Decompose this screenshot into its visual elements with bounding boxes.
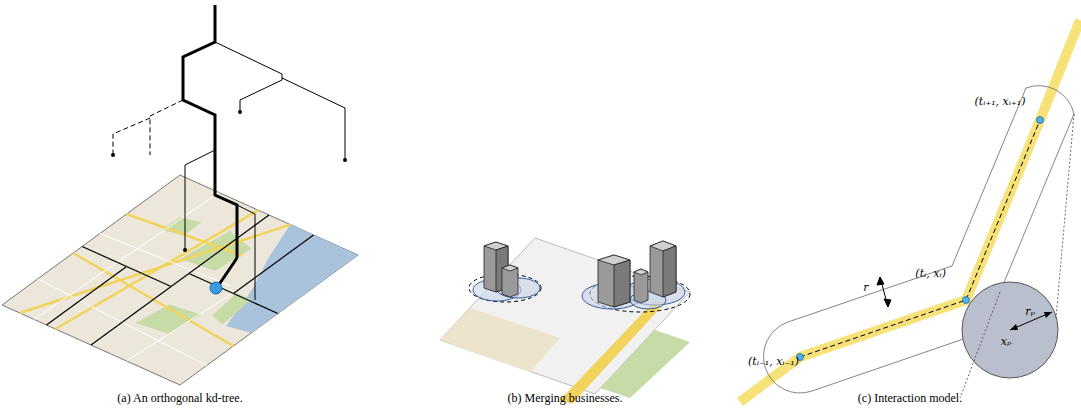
map-plane — [20, 183, 291, 355]
building — [484, 241, 676, 307]
query-point — [210, 282, 222, 294]
sample-point — [797, 117, 1044, 361]
building — [598, 255, 630, 307]
poi-region — [960, 292, 1000, 398]
tree-leaf-dot — [111, 110, 347, 252]
city-plane — [600, 330, 690, 398]
query-point — [218, 258, 237, 286]
radius-markers — [877, 277, 884, 285]
map-plane — [47, 267, 127, 326]
caption: (c) Interaction model. — [858, 392, 962, 405]
radius-label: rₚ — [1025, 306, 1035, 318]
poi-region — [1056, 114, 1074, 318]
capsule-outline — [763, 86, 1074, 393]
poi-region — [960, 114, 1074, 398]
radius-label: r — [863, 282, 868, 294]
map-plane — [55, 199, 258, 340]
kd-tree — [150, 100, 183, 155]
building — [502, 265, 518, 271]
tree-leaf-dot — [183, 248, 187, 252]
building — [502, 265, 518, 297]
point-label: (tᵢ₊₁, xᵢ₊₁) — [974, 96, 1025, 108]
kd-tree — [185, 150, 215, 250]
map-plane — [2, 175, 358, 385]
road — [740, 20, 1080, 402]
map-plane — [127, 208, 243, 263]
city-plane — [440, 238, 690, 404]
caption: (b) Merging businesses. — [508, 392, 623, 405]
radius-markers — [884, 299, 891, 307]
point-label: (tᵢ, xᵢ) — [915, 268, 946, 280]
building — [663, 246, 676, 297]
poi-region — [962, 282, 1058, 378]
map-plane — [91, 215, 269, 345]
city-plane — [440, 308, 560, 372]
radius-markers — [877, 277, 891, 307]
building — [650, 241, 676, 297]
capsule-outline — [763, 86, 1074, 393]
query-point — [210, 258, 237, 294]
map-plane — [100, 230, 230, 290]
building — [614, 260, 630, 307]
road — [740, 20, 1080, 402]
caption: (a) An orthogonal kd-tree. — [117, 392, 242, 405]
sample-point — [963, 297, 970, 304]
kd-tree — [113, 118, 150, 155]
kd-tree — [183, 62, 215, 126]
city-plane — [560, 300, 664, 404]
point-label: (tᵢ₋₁, xᵢ₋₁) — [748, 356, 799, 368]
map-plane — [205, 293, 255, 324]
kd-tree — [183, 5, 237, 258]
point-label: xₚ — [1001, 336, 1012, 348]
map-plane — [2, 175, 358, 385]
map-plane — [233, 235, 313, 294]
tree-leaf-dot — [111, 153, 115, 157]
map-plane — [34, 189, 219, 322]
sample-point — [1037, 117, 1044, 124]
tree-leaf-dot — [238, 110, 242, 114]
kd-tree — [215, 42, 282, 112]
kd-tree — [282, 78, 345, 160]
kd-tree — [113, 5, 345, 300]
building — [634, 269, 648, 303]
building — [634, 269, 648, 275]
poi-region — [1044, 312, 1052, 318]
map-plane — [127, 283, 243, 365]
map-plane — [189, 274, 278, 314]
map-plane — [2, 175, 358, 385]
kd-tree — [237, 205, 255, 300]
poi-region — [1010, 324, 1018, 330]
kd-split-lines — [2, 175, 358, 385]
map-plane — [2, 175, 358, 385]
tree-leaf-dot — [343, 158, 347, 162]
